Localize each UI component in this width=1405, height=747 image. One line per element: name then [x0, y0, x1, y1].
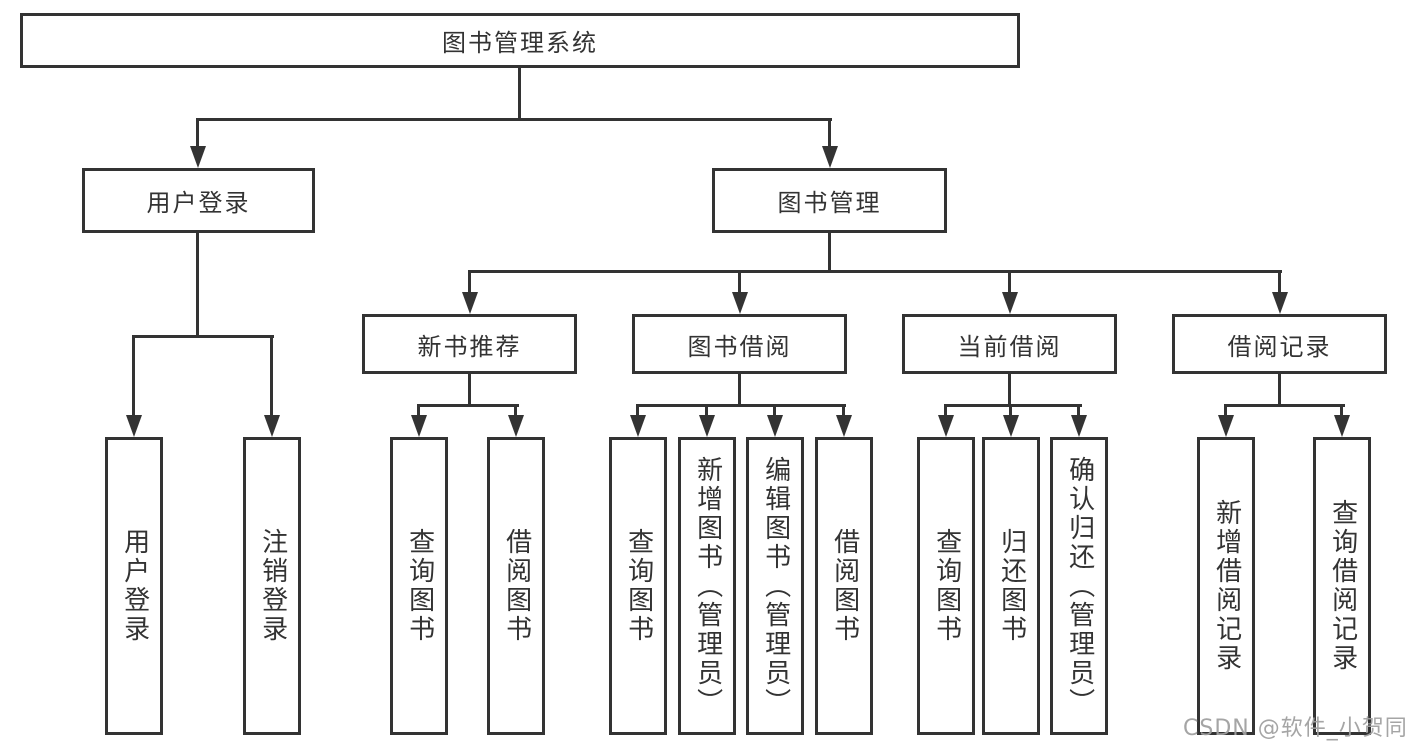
leaf-borrowing-edit-books-admin: 编辑图书（管理员）	[746, 437, 804, 735]
arrow-down-icon	[1218, 415, 1234, 437]
connector-line	[196, 118, 199, 148]
leaf-label: 查询借阅记录	[1327, 499, 1358, 673]
leaf-records-query-record: 查询借阅记录	[1313, 437, 1371, 735]
leaf-current-confirm-return-admin: 确认归还（管理员）	[1050, 437, 1108, 735]
leaf-label: 查询图书	[931, 528, 962, 644]
leaf-user-login: 用户登录	[105, 437, 163, 735]
csdn-watermark: CSDN @软件_小贺同学	[1183, 716, 1405, 741]
node-label: 图书管理	[777, 189, 882, 217]
arrow-down-icon	[630, 415, 646, 437]
leaf-current-return-books: 归还图书	[982, 437, 1040, 735]
node-borrow-records: 借阅记录	[1172, 314, 1387, 374]
connector-line	[636, 404, 846, 407]
leaf-records-add-record: 新增借阅记录	[1197, 437, 1255, 735]
leaf-borrowing-add-books-admin: 新增图书（管理员）	[678, 437, 736, 735]
arrow-down-icon	[1272, 292, 1288, 314]
connector-line	[196, 233, 199, 335]
arrow-down-icon	[1334, 415, 1350, 437]
leaf-borrowing-borrow-books: 借阅图书	[815, 437, 873, 735]
connector-line	[468, 270, 1282, 273]
connector-line	[417, 404, 519, 407]
arrow-down-icon	[1071, 415, 1087, 437]
arrow-down-icon	[767, 415, 783, 437]
leaf-borrowing-query-books: 查询图书	[609, 437, 667, 735]
node-new-book-recommend: 新书推荐	[362, 314, 577, 374]
arrow-down-icon	[699, 415, 715, 437]
node-label: 图书借阅	[687, 332, 792, 361]
connector-line	[738, 270, 741, 294]
connector-line	[132, 335, 274, 338]
node-label: 图书管理系统	[442, 29, 598, 57]
node-book-borrowing: 图书借阅	[632, 314, 847, 374]
connector-line	[828, 118, 831, 148]
leaf-label: 编辑图书（管理员）	[760, 455, 791, 717]
node-current-borrowing: 当前借阅	[902, 314, 1117, 374]
arrow-down-icon	[190, 146, 206, 168]
connector-line	[132, 335, 135, 417]
arrow-down-icon	[462, 292, 478, 314]
leaf-label: 新增借阅记录	[1211, 499, 1242, 673]
arrow-down-icon	[836, 415, 852, 437]
arrow-down-icon	[732, 292, 748, 314]
leaf-current-query-books: 查询图书	[917, 437, 975, 735]
arrow-down-icon	[938, 415, 954, 437]
node-label: 当前借阅	[957, 332, 1062, 361]
connector-line	[1224, 404, 1227, 417]
node-label: 借阅记录	[1227, 332, 1332, 361]
node-label: 用户登录	[146, 189, 251, 217]
connector-line	[1278, 270, 1281, 294]
node-user-login: 用户登录	[82, 168, 315, 233]
connector-line	[417, 404, 420, 417]
connector-line	[468, 374, 471, 404]
connector-line	[1008, 374, 1011, 404]
leaf-label: 新增图书（管理员）	[692, 455, 723, 717]
arrow-down-icon	[126, 415, 142, 437]
connector-line	[270, 335, 273, 417]
connector-line	[1008, 270, 1011, 294]
arrow-down-icon	[1002, 292, 1018, 314]
leaf-label: 归还图书	[996, 528, 1027, 644]
connector-line	[1278, 374, 1281, 404]
connector-line	[828, 233, 831, 270]
arrow-down-icon	[822, 146, 838, 168]
connector-line	[842, 404, 845, 417]
node-book-management: 图书管理	[712, 168, 947, 233]
arrow-down-icon	[1003, 415, 1019, 437]
connector-line	[773, 404, 776, 417]
leaf-label: 注销登录	[257, 528, 288, 644]
leaf-newbooks-query-books: 查询图书	[390, 437, 448, 735]
connector-line	[944, 404, 947, 417]
connector-line	[738, 374, 741, 404]
leaf-label: 借阅图书	[829, 528, 860, 644]
connector-line	[197, 118, 832, 121]
connector-line	[514, 404, 517, 417]
leaf-label: 借阅图书	[501, 528, 532, 644]
leaf-label: 用户登录	[119, 528, 150, 644]
leaf-label: 查询图书	[623, 528, 654, 644]
connector-line	[705, 404, 708, 417]
node-label: 新书推荐	[417, 332, 522, 361]
connector-line	[944, 404, 1082, 407]
connector-line	[636, 404, 639, 417]
connector-line	[468, 270, 471, 294]
node-library-system: 图书管理系统	[20, 13, 1020, 68]
connector-line	[1077, 404, 1080, 417]
arrow-down-icon	[508, 415, 524, 437]
leaf-newbooks-borrow-books: 借阅图书	[487, 437, 545, 735]
leaf-user-logout: 注销登录	[243, 437, 301, 735]
leaf-label: 确认归还（管理员）	[1064, 455, 1095, 717]
connector-line	[1224, 404, 1345, 407]
arrow-down-icon	[264, 415, 280, 437]
connector-line	[1009, 404, 1012, 417]
connector-line	[518, 68, 521, 118]
connector-line	[1340, 404, 1343, 417]
leaf-label: 查询图书	[404, 528, 435, 644]
arrow-down-icon	[411, 415, 427, 437]
